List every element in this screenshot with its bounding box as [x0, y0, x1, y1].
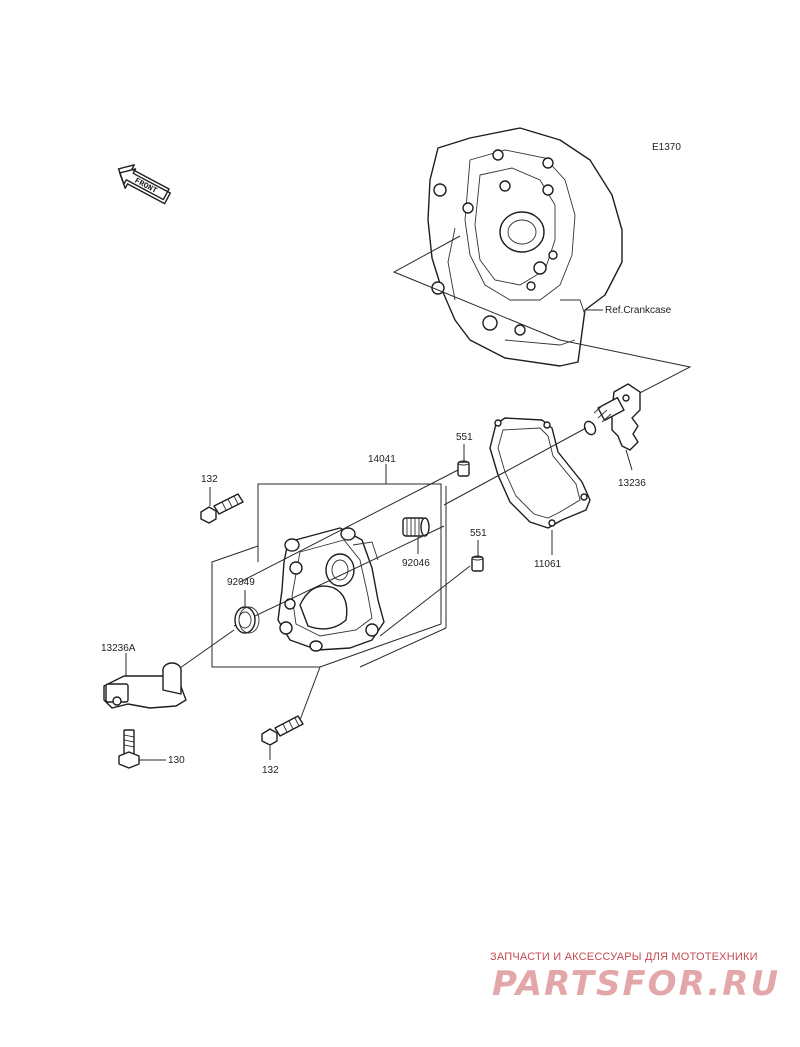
label-11061: 11061 — [534, 559, 562, 570]
diagram-code: E1370 — [652, 142, 681, 153]
crankcase-leader-left — [392, 235, 561, 341]
lever-axis-line — [179, 629, 235, 669]
label-551-mid: 551 — [470, 528, 487, 539]
label-13236A: 13236A — [101, 643, 136, 654]
label-92049: 92049 — [227, 577, 255, 588]
label-92046: 92046 — [402, 558, 430, 569]
cover-frame-lower — [359, 627, 447, 668]
bolt-132-top — [200, 493, 244, 524]
label-132-top: 132 — [201, 474, 218, 485]
gasket-11061 — [489, 417, 591, 529]
pin-axis-top — [239, 469, 459, 583]
shift-lever-13236A — [103, 662, 187, 709]
crankcase-leader-right — [559, 339, 692, 399]
label-551-top: 551 — [456, 432, 473, 443]
bolt-130 — [118, 729, 140, 769]
label-130: 130 — [168, 755, 185, 766]
cover-bracket — [211, 483, 442, 668]
watermark-tagline: ЗАПЧАСТИ И АКСЕССУАРЫ ДЛЯ МОТОТЕХНИКИ — [490, 951, 758, 963]
shaft-13236 — [583, 383, 641, 451]
bolt-132-bottom — [261, 715, 304, 746]
shaft-leader — [625, 449, 633, 471]
gearcase-cover-14041 — [277, 527, 385, 652]
dowel-pin-551-top — [457, 460, 470, 477]
oil-seal-92049 — [234, 606, 260, 634]
watermark-brand: PARTSFOR.RU — [492, 964, 781, 1004]
ref-crankcase-label: Ref.Crankcase — [605, 305, 672, 316]
dowel-pin-551-mid — [471, 555, 484, 572]
shaft-axis-line — [443, 427, 587, 506]
label-13236: 13236 — [618, 478, 646, 489]
label-132-bottom: 132 — [262, 765, 279, 776]
crankcase-drawing — [427, 127, 623, 367]
bolt-bottom-axis — [299, 666, 321, 721]
front-arrow-icon: FRONT — [117, 164, 171, 205]
label-14041: 14041 — [368, 454, 396, 465]
pin-axis-mid — [379, 565, 471, 637]
needle-bearing-92046 — [402, 517, 430, 537]
cover-axis-line — [233, 525, 445, 627]
